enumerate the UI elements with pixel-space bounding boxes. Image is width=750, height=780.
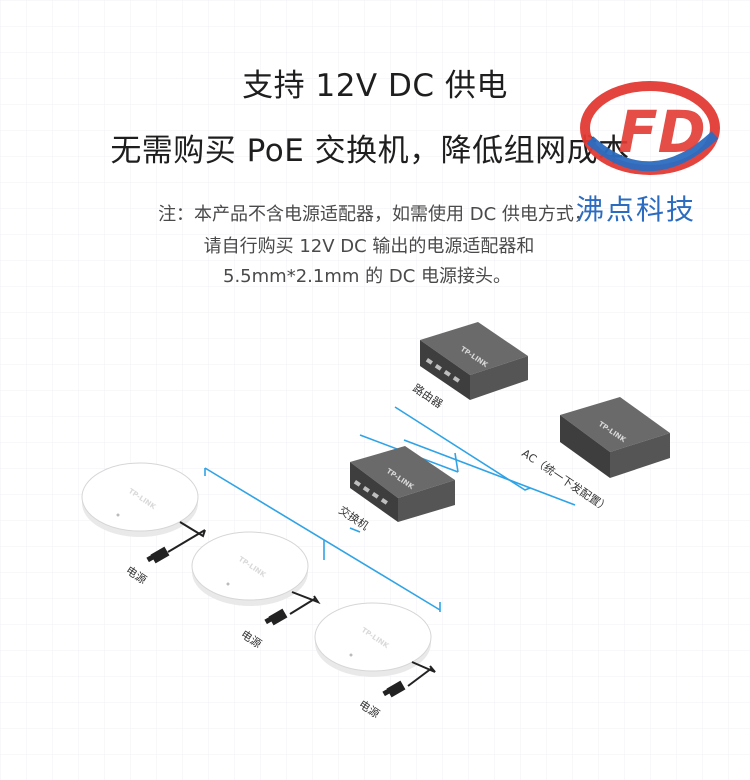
poe-bus-line <box>204 467 441 611</box>
note-line-2: 请自行购买 12V DC 输出的电源适配器和 <box>203 236 535 257</box>
power-label-3: 电源 <box>356 697 382 721</box>
headline-line-2: 无需购买 PoE 交换机，降低组网成本 <box>110 133 630 169</box>
access-point-3: TP-LINK <box>314 602 432 677</box>
power-plug-1-icon <box>146 546 170 564</box>
ac-device: TP-LINK AC（统一下发配置） <box>519 397 670 515</box>
power-label-1: 电源 <box>123 563 149 587</box>
headline-line-1: 支持 12V DC 供电 <box>242 68 508 104</box>
power-label-2: 电源 <box>238 627 264 651</box>
access-point-1: TP-LINK <box>81 462 199 537</box>
watermark-logo-icon: FD <box>580 81 720 175</box>
svg-text:FD: FD <box>618 98 706 166</box>
network-diagram: TP-LINK 路由器 TP-LINK AC（统一下发配置） TP-LINK 交… <box>81 322 670 721</box>
router-label: 路由器 <box>410 381 445 411</box>
access-point-2: TP-LINK <box>191 531 309 606</box>
note-line-3: 5.5mm*2.1mm 的 DC 电源接头。 <box>223 266 511 287</box>
router-device: TP-LINK 路由器 <box>410 322 528 411</box>
power-plug-3-icon <box>382 680 406 698</box>
switch-device: TP-LINK 交换机 <box>336 446 455 533</box>
note-line-1: 注：本产品不含电源适配器，如需使用 DC 供电方式， <box>158 204 592 225</box>
connection-lines <box>204 406 576 612</box>
power-plug-2-icon <box>264 608 288 626</box>
router-ac-line <box>403 439 576 506</box>
watermark-logo-text: 沸点科技 <box>576 193 697 226</box>
switch-label: 交换机 <box>336 503 371 533</box>
